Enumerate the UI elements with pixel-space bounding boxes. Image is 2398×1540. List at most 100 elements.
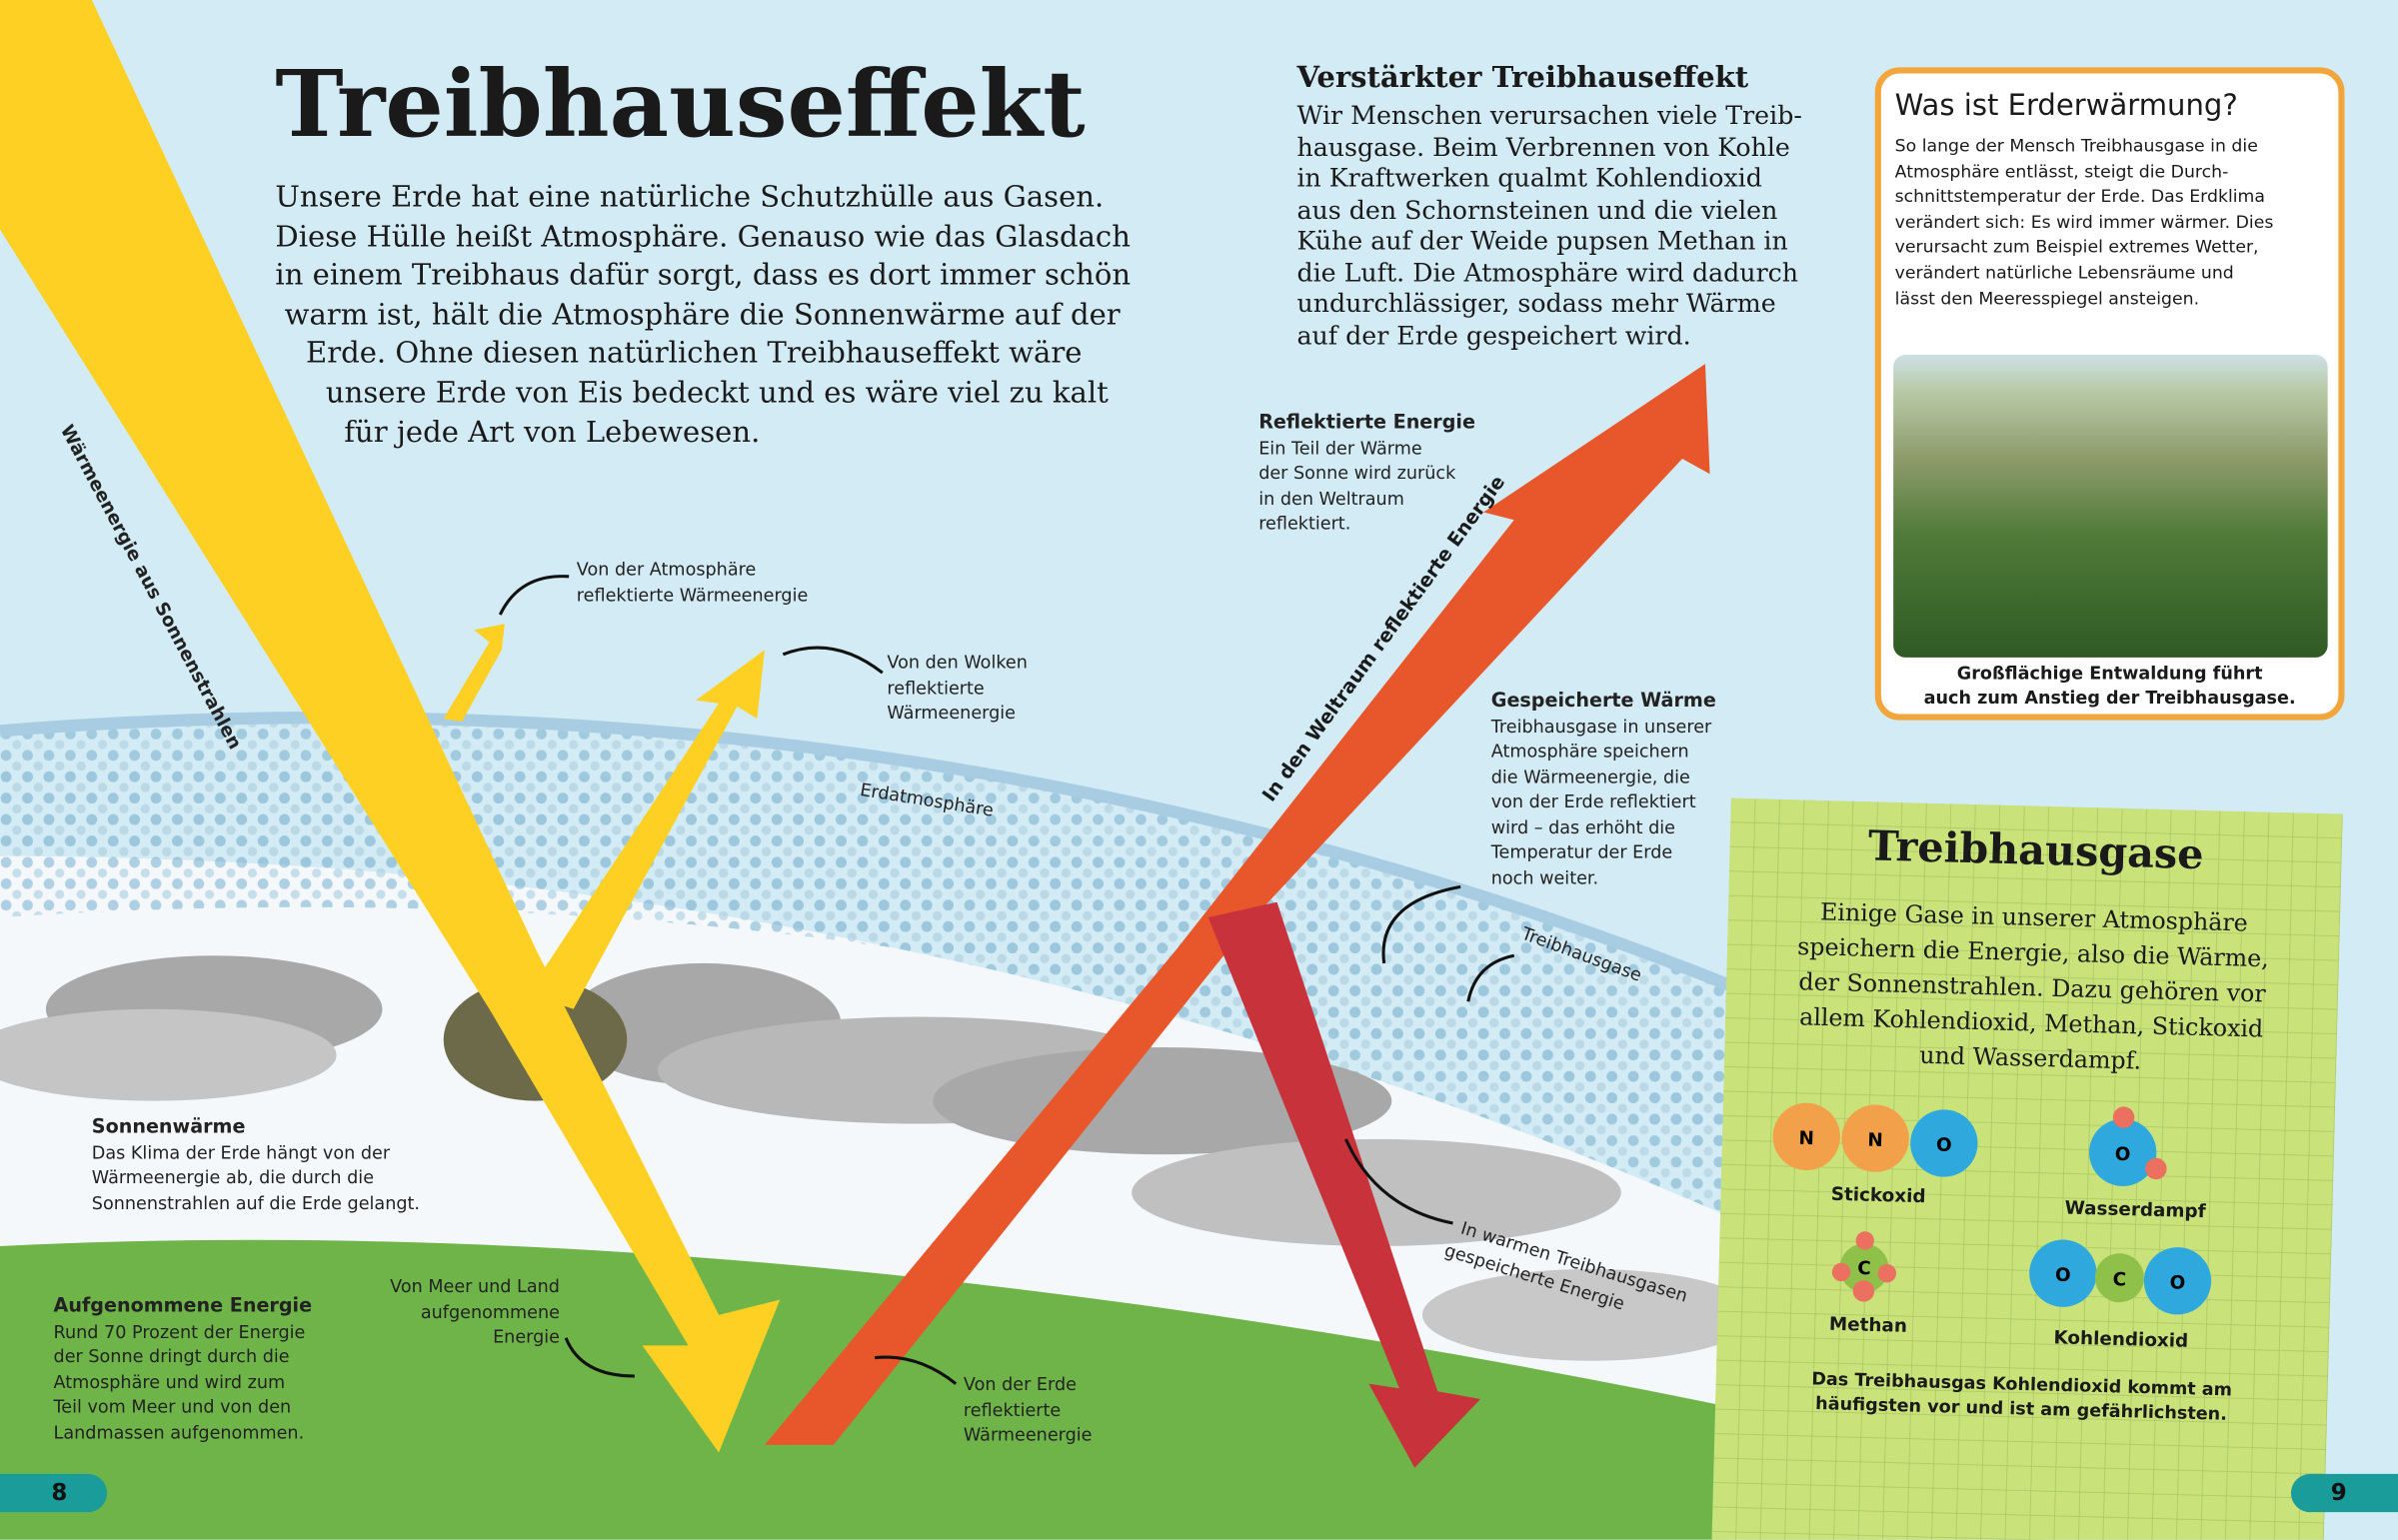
deforestation-photo [1893,354,2328,658]
clouds [0,955,1759,1361]
label-line: reflektierte [887,677,985,699]
molecule-label-wasserdampf: Wasserdampf [2064,1196,2206,1222]
svg-text:C: C [1857,1258,1871,1279]
label-line: Treibhausgase in unserer [1490,715,1712,737]
page-title: Treibhauseffekt [275,52,1086,160]
label-line: Teil vom Meer und von den [53,1395,292,1418]
label-line: Wärmeenergie [963,1423,1093,1445]
note-heading: Sonnenwärme [91,1114,246,1138]
molecule-label-kohlendioxid: Kohlendioxid [2053,1326,2189,1352]
intro-line: Unsere Erde hat eine natürliche Schutzhü… [275,180,1105,215]
label-line: Energie [493,1325,560,1347]
svg-text:O: O [2169,1272,2185,1293]
text-line: Wir Menschen verursachen viele Treib- [1296,100,1802,131]
text-line: Kühe auf der Weide pupsen Methan in [1296,226,1788,256]
text-line: hausgase. Beim Verbrennen von Kohle [1296,132,1790,162]
gases-card: Treibhausgase Einige Gase in unserer Atm… [1711,797,2343,1540]
page-number-right: 9 [2290,1473,2398,1513]
intro-line: in einem Treibhaus dafür sorgt, dass es … [275,258,1132,293]
note-heading: Aufgenommene Energie [53,1293,313,1317]
label-line: noch weiter. [1490,865,1599,888]
intro-line: Diese Hülle heißt Atmosphäre. Genauso wi… [275,219,1131,254]
intro-line: Erde. Ohne diesen natürlichen Treibhause… [306,337,1083,371]
label-line: Atmosphäre und wird zum [53,1370,286,1393]
grid-pattern [1711,797,2343,1540]
label-line: Von Meer und Land [390,1275,560,1297]
stored-heat-arrow [1207,901,1481,1468]
note-heading: Gespeicherte Wärme [1490,688,1716,712]
text-line: in Kraftwerken qualmt Kohlendioxid [1296,163,1762,193]
molecule-label-methan: Methan [1828,1312,1908,1337]
text-line: auf der Erde gespeichert wird. [1296,320,1691,350]
cloud-reflect-arrow [527,650,765,1009]
enhanced-text: Wir Menschen verursachen viele Treib-hau… [1296,101,1801,352]
text-line: undurchlässiger, sodass mehr Wärme [1296,289,1776,319]
atmosphere-reflect-arrow [443,624,505,723]
label-line: der Sonne dringt durch die [53,1345,290,1367]
warming-text: So lange der Mensch Treibhausgase in die… [1895,135,2274,313]
intro-line: für jede Art von Lebewesen. [344,415,761,450]
text-line: verändert sich: Es wird immer wärmer. Di… [1894,212,2274,233]
label-line: reflektierte [963,1398,1062,1420]
text-line: So lange der Mensch Treibhausgase in die [1894,136,2258,157]
caption-line: Großflächige Entwaldung führt [1956,662,2263,684]
text-line: aus den Schornsteinen und die vielen [1296,195,1778,225]
enhanced-heading: Verstärkter Treibhauseffekt [1296,61,1749,95]
text-line: schnittstemperatur der Erde. Das Erdklim… [1894,186,2266,207]
pointer-lines [498,575,1515,1385]
label-line: Ein Teil der Wärme [1258,436,1422,459]
warming-heading: Was ist Erderwärmung? [1894,88,2238,123]
label-line: Das Klima der Erde hängt von der [91,1141,391,1163]
atom-n: N [1867,1130,1883,1151]
label-line: Landmassen aufgenommen. [53,1421,305,1443]
caption-line: auch zum Anstieg der Treibhausgase. [1923,686,2296,709]
label-line: Von den Wolken [887,651,1028,674]
label-line: Wärmeenergie [887,702,1016,724]
label-line: in den Weltraum [1258,487,1404,509]
label-line: die Wärmeenergie, die [1490,765,1690,787]
stored-heat-note: Gespeicherte Wärme Treibhausgase in unse… [1491,689,1716,890]
label-line: von der Erde reflektiert [1490,790,1696,812]
text-line: Atmosphäre entlässt, steigt die Durch- [1894,161,2229,182]
intro-line: unsere Erde von Eis bedeckt und es wäre … [325,376,1109,410]
svg-text:C: C [2112,1269,2126,1290]
atom-o: O [1936,1134,1952,1155]
page-number-left: 8 [0,1473,108,1513]
label-line: aufgenommene [420,1300,560,1322]
svg-text:O: O [2055,1265,2071,1286]
sun-heat-note: Sonnenwärme Das Klima der Erde hängt von… [92,1114,420,1215]
intro-line: warm ist, hält die Atmosphäre die Sonnen… [284,298,1121,332]
space-reflect-arrow [765,364,1710,1445]
label-line: reflektiert. [1258,512,1351,534]
absorbed-energy-note: Aufgenommene Energie Rund 70 Prozent der… [54,1293,313,1444]
text-line: lässt den Meeresspiegel ansteigen. [1894,288,2200,309]
note-heading: Reflektierte Energie [1258,410,1475,433]
solar-beam-arrow [0,0,781,1453]
text-line: die Luft. Die Atmosphäre wird dadurch [1296,257,1799,287]
svg-text:O: O [2115,1144,2131,1165]
label-line: Von der Erde [963,1372,1077,1395]
label-line: Wärmeenergie ab, die durch die [91,1166,375,1188]
label-line: Rund 70 Prozent der Energie [53,1320,306,1342]
text-line: verändert natürliche Lebensräume und [1894,263,2234,284]
atom-n: N [1798,1128,1814,1149]
intro-text: Unsere Erde hat eine natürliche Schutzhü… [275,179,1131,453]
molecule-label-stickoxid: Stickoxid [1830,1182,1926,1207]
text-line: verursacht zum Beispiel extremes Wetter, [1894,237,2259,258]
label-line: wird – das erhöht die [1490,815,1676,837]
label-line: reflektierte Wärmeenergie [576,583,809,606]
label-line: Temperatur der Erde [1490,840,1673,862]
label-line: Sonnenstrahlen auf die Erde gelangt. [91,1191,421,1214]
warming-box: Was ist Erderwärmung? So lange der Mensc… [1874,67,2345,721]
molecule-diagrams: N N O O C O C O [1772,1102,2212,1315]
label-line: Atmosphäre speichern [1490,740,1689,762]
